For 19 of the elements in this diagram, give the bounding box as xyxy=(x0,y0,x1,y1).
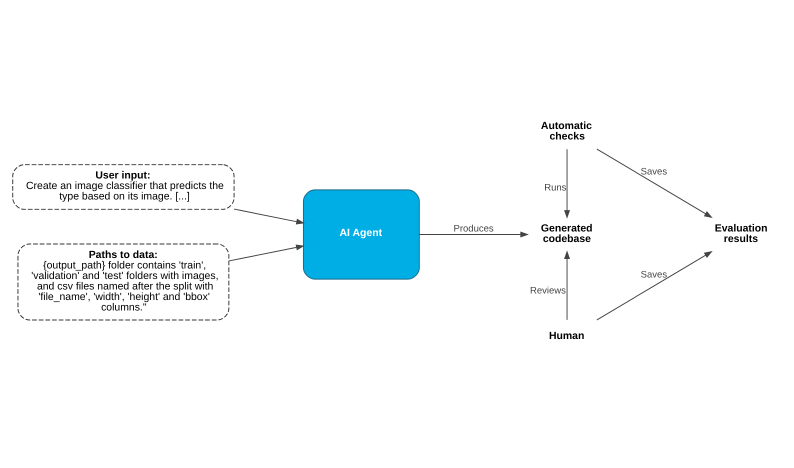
arrow xyxy=(564,148,570,218)
node-text: Human xyxy=(549,330,584,342)
arrow xyxy=(596,148,713,218)
edge-label: Saves xyxy=(640,166,668,178)
node-box: User input: Create an image classifier that predicts the type based on its image. [...] xyxy=(12,164,235,210)
edge-label: Runs xyxy=(544,182,566,194)
arrow xyxy=(564,250,570,320)
node-box: AI Agent xyxy=(302,188,420,280)
node-box: Paths to data: {output_path} folder contains 'train', 'validation' and 'test' folders with images, and csv files named after the split with 'file_name', 'width', 'height' and 'bbox' columns." xyxy=(17,243,230,320)
edge-label: Produces xyxy=(454,223,494,234)
arrow xyxy=(596,250,713,320)
edge-label: Reviews xyxy=(530,285,566,296)
node-text: Evaluation results xyxy=(714,222,768,244)
node-text: Generated codebase xyxy=(540,222,593,244)
edge-label: Saves xyxy=(640,268,668,280)
arrow xyxy=(234,208,305,224)
arrow xyxy=(228,244,305,261)
arrow xyxy=(418,231,529,237)
node-text: Automatic checks xyxy=(540,120,592,142)
